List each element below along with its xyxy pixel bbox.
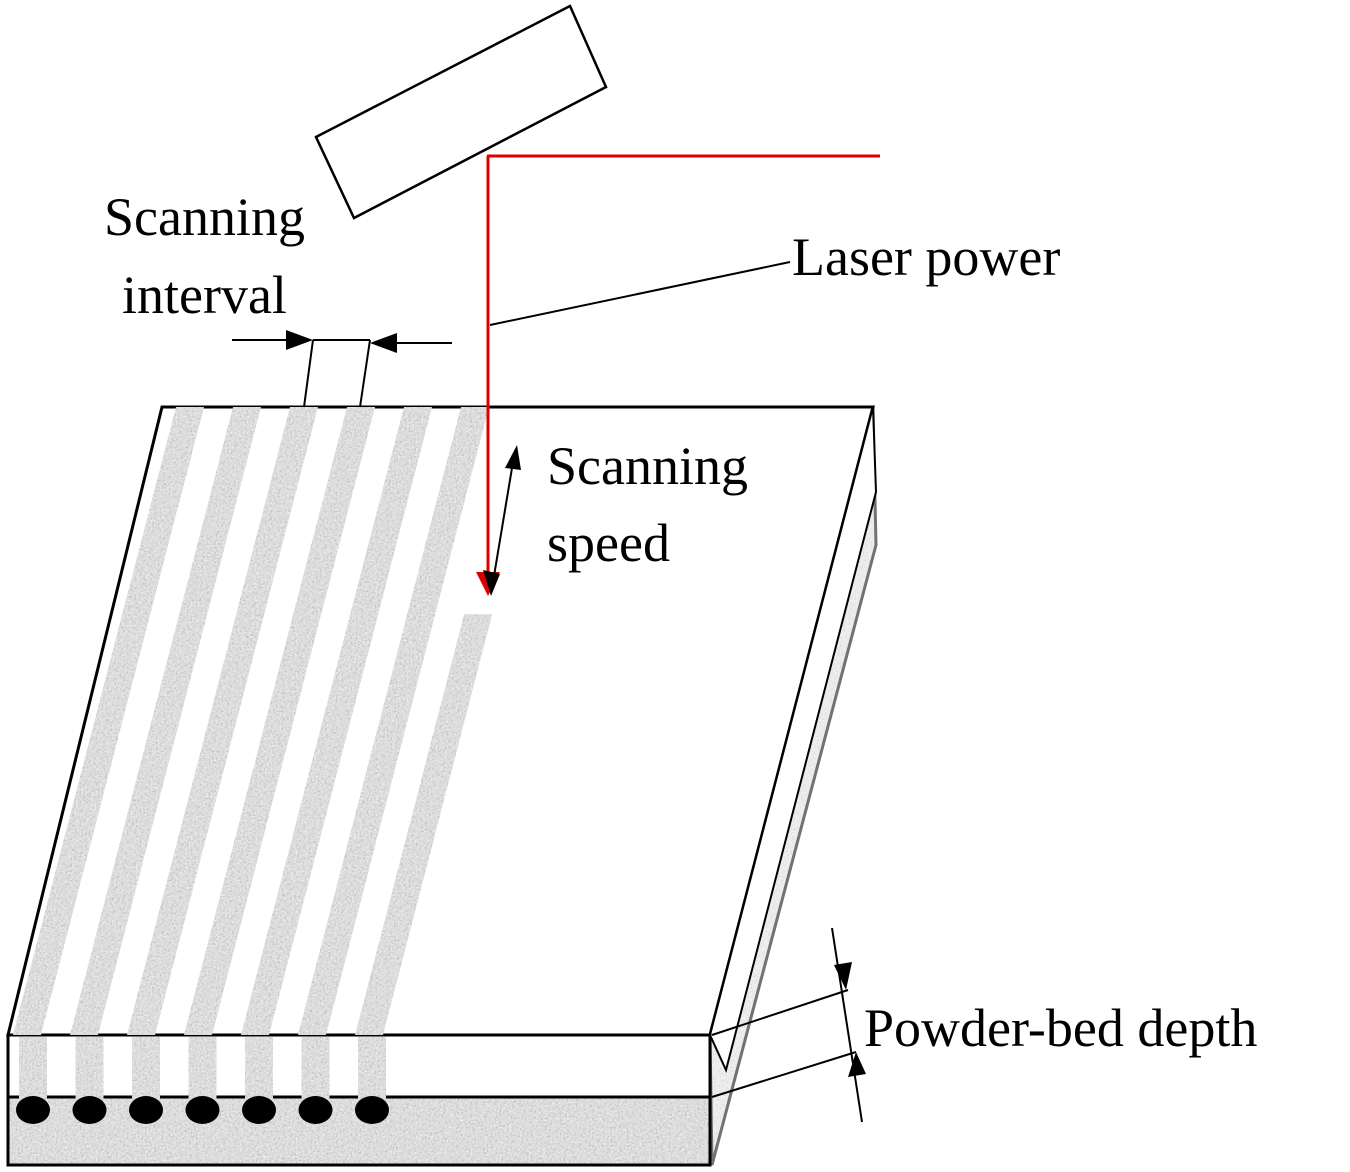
depth-arrow-up-icon — [848, 1052, 866, 1077]
scan-track — [184, 407, 375, 1035]
label-powder-bed-depth: Powder-bed depth — [864, 998, 1257, 1058]
label-scanning-interval-line1: Scanning — [104, 187, 305, 247]
speed-arrow-down-icon — [483, 570, 500, 596]
scan-tracks — [13, 407, 493, 1035]
interval-arrow-right-icon — [370, 333, 397, 353]
melt-pool — [129, 1096, 163, 1124]
powder-layer-side-band — [708, 406, 878, 1073]
melt-track-section — [75, 1037, 104, 1107]
melt-track-section — [245, 1037, 273, 1107]
laser-power-leader — [489, 261, 791, 326]
melt-track-section — [301, 1037, 330, 1107]
melt-pool — [16, 1096, 50, 1124]
melt-pool — [298, 1096, 333, 1124]
scan-track-partial — [355, 614, 493, 1035]
scan-track — [70, 407, 261, 1035]
scan-track — [127, 407, 318, 1035]
melt-track-section — [188, 1037, 217, 1107]
melt-pool — [355, 1096, 389, 1124]
melt-pool — [72, 1096, 107, 1124]
interval-arrow-left-icon — [286, 330, 313, 350]
melt-pool — [185, 1096, 220, 1124]
scanning-interval-dimension — [232, 330, 452, 408]
powder-bed-depth-dimension — [711, 927, 866, 1123]
speed-arrow-up-icon — [505, 445, 521, 470]
scanner-head-icon — [314, 4, 608, 220]
depth-arrow-down-icon — [834, 962, 852, 990]
label-scanning-speed-line1: Scanning — [547, 436, 748, 496]
label-scanning-interval-line2: interval — [122, 265, 287, 325]
melt-track-section — [132, 1037, 160, 1107]
powder-bed — [6, 405, 878, 1167]
melt-pool — [242, 1096, 276, 1124]
melt-pools — [16, 1037, 389, 1124]
scan-track — [241, 407, 432, 1035]
label-laser-power: Laser power — [792, 227, 1060, 287]
melt-track-section — [358, 1037, 386, 1107]
scan-track — [298, 407, 489, 1035]
scan-track — [13, 407, 204, 1035]
melt-track-section — [19, 1037, 47, 1107]
label-scanning-speed-line2: speed — [547, 513, 670, 573]
scanning-speed-arrow — [483, 445, 521, 596]
